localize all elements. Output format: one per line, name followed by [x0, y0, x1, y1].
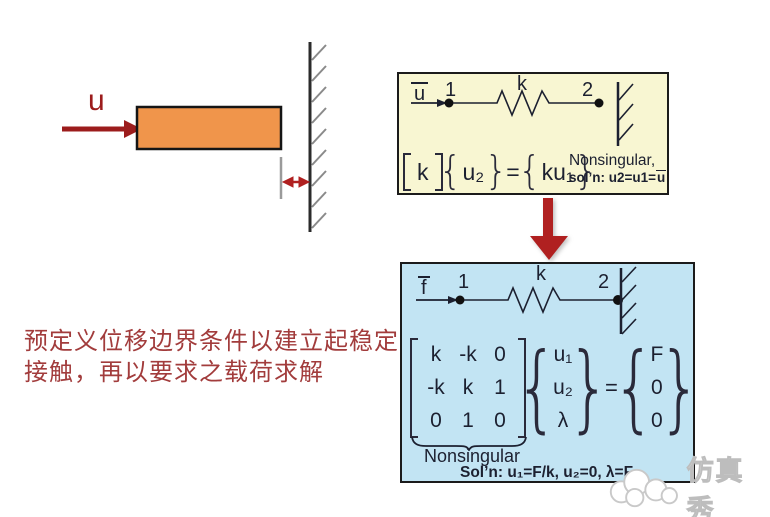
force-label: f	[418, 276, 430, 299]
node-1-label: 1	[445, 79, 457, 101]
rhs-brace-left: {	[611, 333, 656, 443]
displacement-step-box: u 1 k 2 k { u₂ } = { ku₁ } Nonsingular, …	[397, 72, 669, 195]
block-rect	[135, 105, 283, 151]
wall-hatching	[621, 266, 637, 335]
cloud-logo-icon	[609, 468, 678, 508]
caption-line-1: 预定义位移边界条件以建立起稳定	[24, 329, 399, 355]
vector-brace-right: }	[484, 148, 508, 194]
node-1-label: 1	[458, 271, 470, 293]
caption: 预定义位移边界条件以建立起稳定 接触，再以要求之载荷求解	[24, 327, 399, 389]
matrix-bracket-left	[410, 338, 418, 438]
displacement-label: u	[88, 84, 105, 117]
solution-line: Sol’n: u₁=F/k, u₂=0, λ=F	[460, 464, 634, 481]
node-2-dot	[594, 98, 604, 108]
caption-line-2: 接触，再以要求之载荷求解	[24, 360, 324, 386]
matrix-bracket-right	[518, 338, 526, 438]
stiffness-matrix: k -k 0 -k k 1 0 1 0	[427, 343, 506, 432]
wall-hatching	[618, 83, 634, 141]
nonsingular-note: Nonsingular,	[569, 152, 656, 169]
gap-double-arrow-icon	[281, 176, 311, 188]
push-arrow-head	[124, 120, 142, 138]
matrix-bracket-right	[434, 153, 443, 191]
rhs-brace-left: {	[518, 148, 542, 194]
matrix-bracket-left	[403, 153, 411, 191]
solution-note: sol’n: u2=u1=u	[569, 170, 667, 185]
stiffness-label: k	[536, 263, 546, 285]
spring-icon	[464, 285, 616, 315]
augmented-system-equation: k -k 0 -k k 1 0 1 0 { u₁ u₂ λ } = { F	[410, 333, 702, 443]
force-label: u	[411, 82, 429, 105]
node-1-dot	[444, 98, 454, 108]
spring-diagram	[411, 82, 634, 146]
node-1-dot	[455, 295, 465, 305]
unknown-vector: u₂	[462, 158, 485, 185]
load-arrow-head	[437, 99, 447, 107]
matrix-k: k	[417, 158, 429, 185]
rhs-brace-right: }	[657, 333, 702, 443]
equals-sign: =	[605, 375, 618, 400]
down-arrow-icon	[530, 198, 568, 260]
rhs-brace-right: }	[574, 148, 598, 194]
vector-brace-left: {	[515, 333, 559, 443]
force-vector: F 0 0	[650, 343, 664, 432]
vector-brace-right: }	[567, 333, 611, 443]
vector-brace-left: {	[439, 148, 462, 194]
unknown-vector: u₁ u₂ λ	[553, 343, 573, 432]
rhs-vector: ku₁	[541, 158, 574, 185]
equals-sign: =	[506, 158, 520, 185]
contact-scene	[62, 42, 327, 232]
yellow-note: Nonsingular, sol’n: u2=u1=u	[569, 152, 669, 187]
underbrace	[411, 436, 527, 451]
watermark: 仿真秀	[606, 456, 770, 517]
load-arrow-head	[448, 296, 458, 304]
nonsingular-label: Nonsingular	[424, 446, 521, 466]
wall-hatching	[311, 44, 327, 229]
watermark-text: 仿真秀	[686, 456, 745, 517]
load-step-box: f 1 k 2 k -k 0 -k k 1 0 1 0 { u₁ u₂ λ	[400, 262, 702, 483]
stiffness-equation: k { u₂ } = { ku₁ }	[403, 148, 598, 194]
spring-diagram	[416, 266, 637, 335]
node-2-label: 2	[582, 79, 594, 101]
node-2-label: 2	[598, 271, 610, 293]
spring-icon	[453, 88, 595, 118]
stiffness-label: k	[517, 73, 527, 95]
